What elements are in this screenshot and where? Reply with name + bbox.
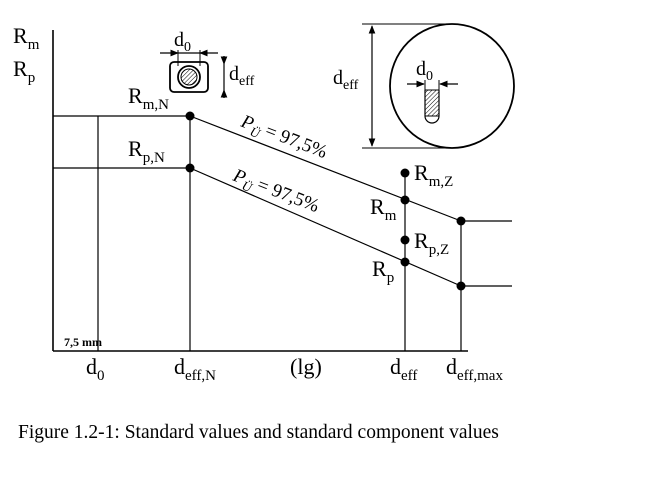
x-tick-d0: d0 [86,354,105,384]
point-rp-max [456,281,466,291]
small-section-hatch [180,68,198,86]
data-points [185,111,466,291]
y-axis-label-rm: Rm [13,23,40,53]
length-note: 7,5 mm [64,335,102,349]
point-rm-n [185,111,195,121]
point-rp [400,257,410,267]
x-axis-label: (lg) [290,354,322,379]
label-rm: Rm [370,194,397,224]
large-core-outline [424,90,440,124]
x-tick-deff-n: deff,N [174,354,216,384]
figure: Rm Rp Rm,N Rp,N Rm,Z Rm Rp [13,23,515,384]
rp-line [189,167,462,287]
large-core-hatch [424,89,440,117]
series-label-rm: PÜ = 97,5% [236,111,330,166]
y-axis-label-rp: Rp [13,56,35,86]
label-rp-n: Rp,N [128,136,165,166]
small-cross-section: d0 deff [160,29,255,98]
series-label-rp: PÜ = 97,5% [228,165,322,220]
large-d0-label: d0 [416,58,433,84]
axes [52,30,468,352]
small-deff-label: deff [229,63,255,89]
large-deff-label: deff [333,67,359,93]
figure-caption: Figure 1.2-1: Standard values and standa… [18,422,499,443]
guide-lines [53,115,512,351]
x-tick-deff: deff [390,354,417,384]
large-section-outline [389,23,515,149]
label-rp-z: Rp,Z [414,228,449,258]
label-rm-z: Rm,Z [414,160,453,190]
point-rp-z [400,235,410,245]
label-rm-n: Rm,N [128,83,169,113]
point-rp-n [185,163,195,173]
point-rm [400,195,410,205]
point-rm-z [400,168,410,178]
label-rp: Rp [372,256,394,286]
large-cross-section: deff d0 [331,23,515,149]
large-deff-label-bg [331,72,371,96]
x-tick-deff-max: deff,max [446,354,503,384]
point-rm-max [456,216,466,226]
small-d0-label: d0 [174,29,191,55]
rm-line [189,115,462,222]
